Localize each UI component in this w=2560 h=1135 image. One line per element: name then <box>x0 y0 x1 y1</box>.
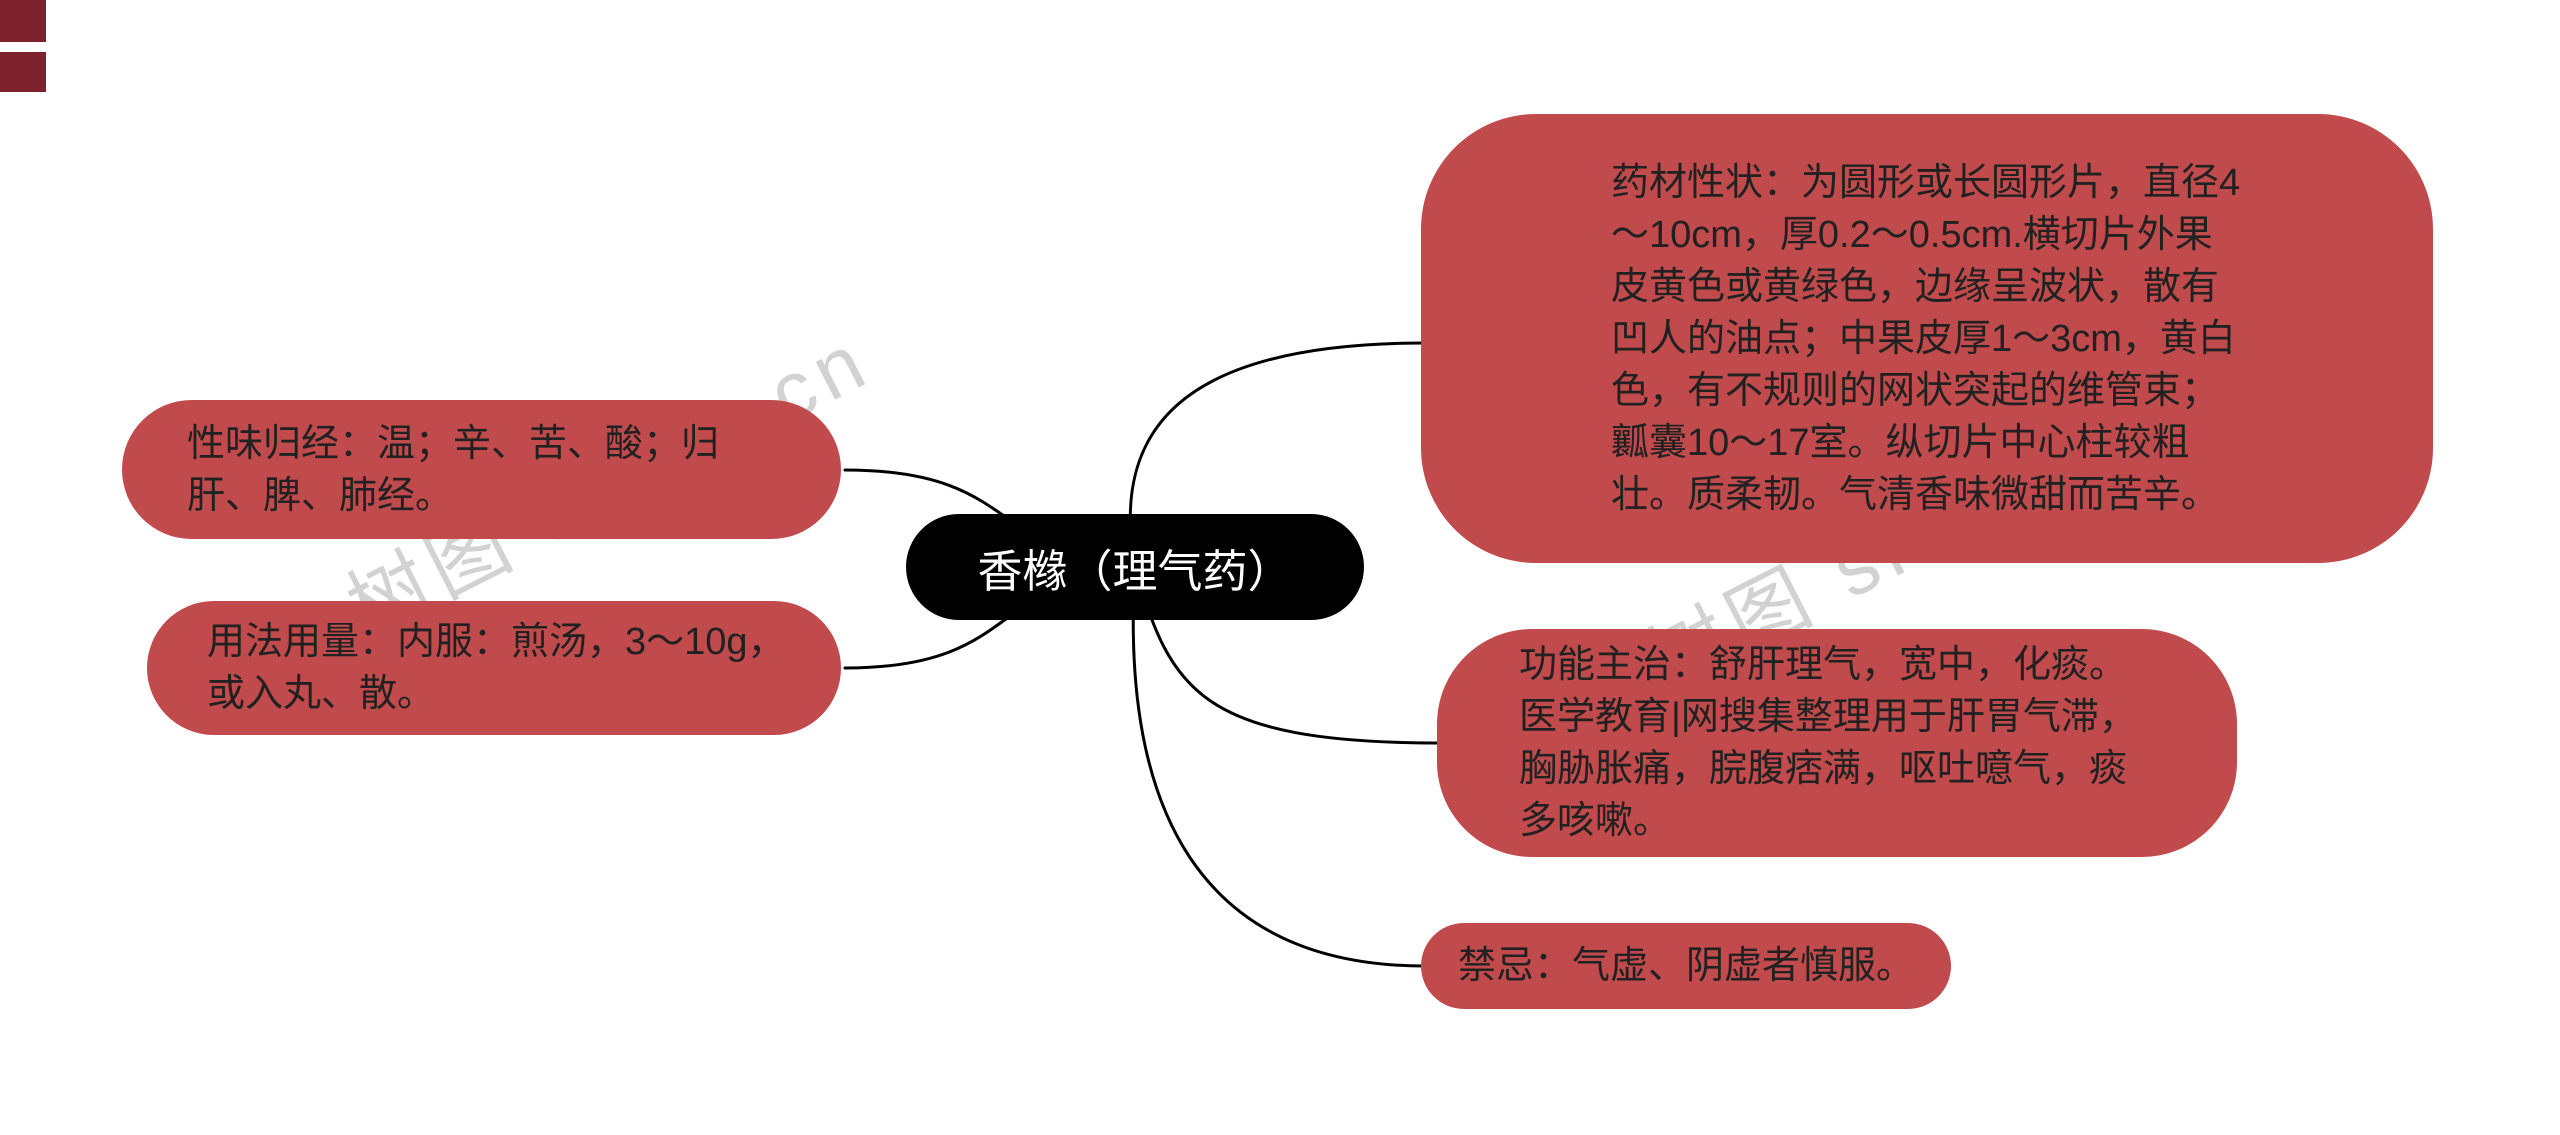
corner-logo-mark <box>0 52 46 92</box>
node-center-topic: 香橼（理气药） <box>906 514 1364 620</box>
node-yaocai-xingzhuang: 药材性状：为圆形或长圆形片，直径4～10cm，厚0.2～0.5cm.横切片外果皮… <box>1421 114 2433 563</box>
node-label: 用法用量：内服：煎汤，3～10g，或入丸、散。 <box>207 621 786 715</box>
node-label: 禁忌：气虚、阴虚者慎服。 <box>1457 945 1914 987</box>
center-topic-label: 香橼（理气药） <box>977 545 1293 597</box>
corner-logo-mark <box>0 0 46 42</box>
node-jinji: 禁忌：气虚、阴虚者慎服。 <box>1421 923 1951 1009</box>
connector-to-jinji <box>1131 565 1427 968</box>
node-label: 药材性状：为圆形或长圆形片，直径4～10cm，厚0.2～0.5cm.横切片外果皮… <box>1611 161 2241 516</box>
node-yongfa-yongliang: 用法用量：内服：煎汤，3～10g，或入丸、散。 <box>147 601 841 735</box>
node-xingwei-guijing: 性味归经：温；辛、苦、酸；归肝、脾、肺经。 <box>122 400 841 539</box>
node-label: 性味归经：温；辛、苦、酸；归肝、脾、肺经。 <box>187 422 720 517</box>
node-gongneng-zhuzhi: 功能主治：舒肝理气，宽中，化痰。医学教育|网搜集整理用于肝胃气滞，胸胁胀痛，脘腹… <box>1437 629 2237 857</box>
node-label: 功能主治：舒肝理气，宽中，化痰。医学教育|网搜集整理用于肝胃气滞，胸胁胀痛，脘腹… <box>1519 644 2137 842</box>
